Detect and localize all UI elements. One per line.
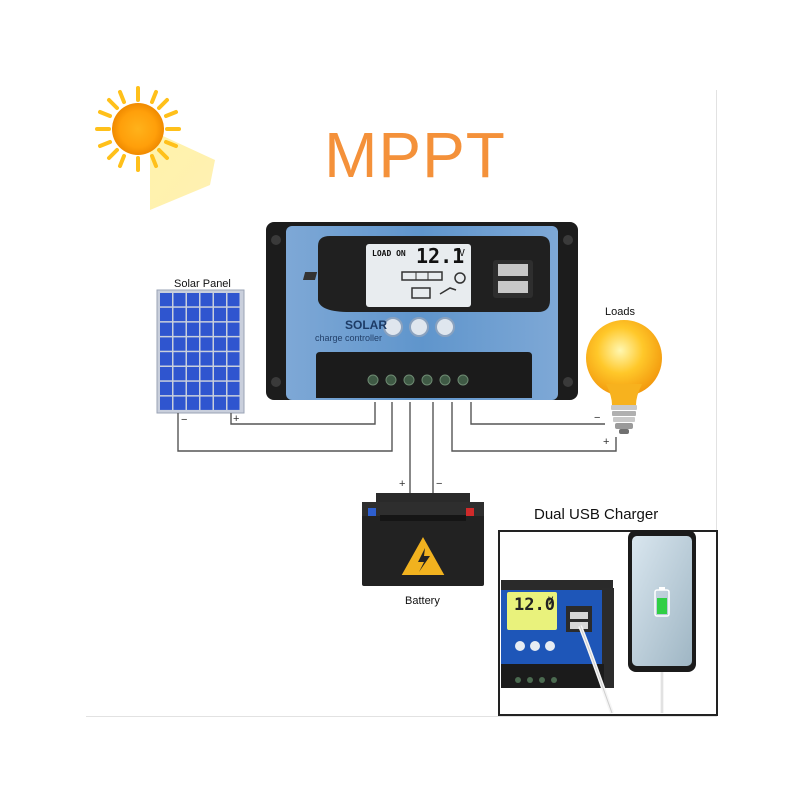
load-minus-mark: − [594,412,601,424]
lcd-voltage-readout: 12.1 [416,244,465,268]
brand-solar: SOLAR [345,318,387,332]
solar-cell [160,352,172,366]
solar-cell [187,307,199,322]
lcd-unit: V [459,248,466,259]
solar-cell [214,352,226,366]
down-button[interactable] [435,317,455,337]
solar-cell [214,337,226,351]
solar-cell [227,367,240,381]
solar-cell [160,396,172,410]
inset-lcd-unit: V [548,596,554,606]
battery-minus-mark: − [436,478,443,490]
solar-cell [173,337,186,351]
solar-cell [187,352,199,366]
solar-cell [160,367,172,381]
solar-cell [227,396,240,410]
solar-cell [227,322,240,336]
load-plus-mark: + [603,436,610,448]
battery-label: Battery [405,595,440,607]
brand-subtitle: charge controller [315,333,383,343]
solar-minus-mark: − [181,414,188,426]
solar-cell [227,307,240,322]
solar-cell [214,293,226,307]
up-button[interactable] [409,317,429,337]
solar-cell [160,307,172,322]
menu-button[interactable] [383,317,403,337]
solar-cell [160,337,172,351]
solar-cell [214,367,226,381]
loads-label: Loads [605,306,635,318]
solar-cell [200,367,213,381]
battery-plus-mark: + [399,478,406,490]
solar-cell [214,396,226,410]
solar-cell [200,396,213,410]
solar-cell [187,322,199,336]
solar-cell [173,307,186,322]
solar-cell [187,381,199,396]
battery-icon [362,493,484,586]
inset-lcd-voltage: 12.0 [514,595,555,615]
lcd-status-text: LOAD ON [372,249,406,258]
sun-icon [95,86,215,210]
solar-cell [187,396,199,410]
solar-panel-label: Solar Panel [174,278,231,290]
usb-port-icon [498,264,528,276]
solar-panel-icon [156,289,245,414]
lcd-icons [302,271,466,299]
wires [177,402,617,493]
solar-plus-mark: + [233,413,240,425]
solar-cell [173,293,186,307]
charge-controller [266,222,578,400]
solar-cell [200,293,213,307]
solar-cell [214,381,226,396]
diagram-frame [86,90,717,717]
usb-charger-inset [498,530,718,716]
solar-cell [200,381,213,396]
usb-charger-label: Dual USB Charger [534,506,659,523]
solar-cell [214,307,226,322]
solar-cell [173,381,186,396]
solar-cell [173,352,186,366]
solar-cell [200,352,213,366]
solar-cell [200,307,213,322]
solar-cell [200,337,213,351]
usb-port-icon [498,281,528,293]
solar-cell [187,293,199,307]
solar-cell [187,337,199,351]
solar-cell [227,352,240,366]
solar-cell [227,381,240,396]
solar-cell [160,381,172,396]
solar-cell [173,322,186,336]
solar-cell [200,322,213,336]
solar-cell [173,396,186,410]
terminal-screws [367,374,469,386]
solar-cell [227,293,240,307]
solar-cell [160,293,172,307]
solar-cell [173,367,186,381]
solar-cell [160,322,172,336]
solar-cell [227,337,240,351]
light-bulb-icon [586,320,662,434]
solar-cell [187,367,199,381]
solar-cell [214,322,226,336]
page-title: MPPT [324,119,506,191]
